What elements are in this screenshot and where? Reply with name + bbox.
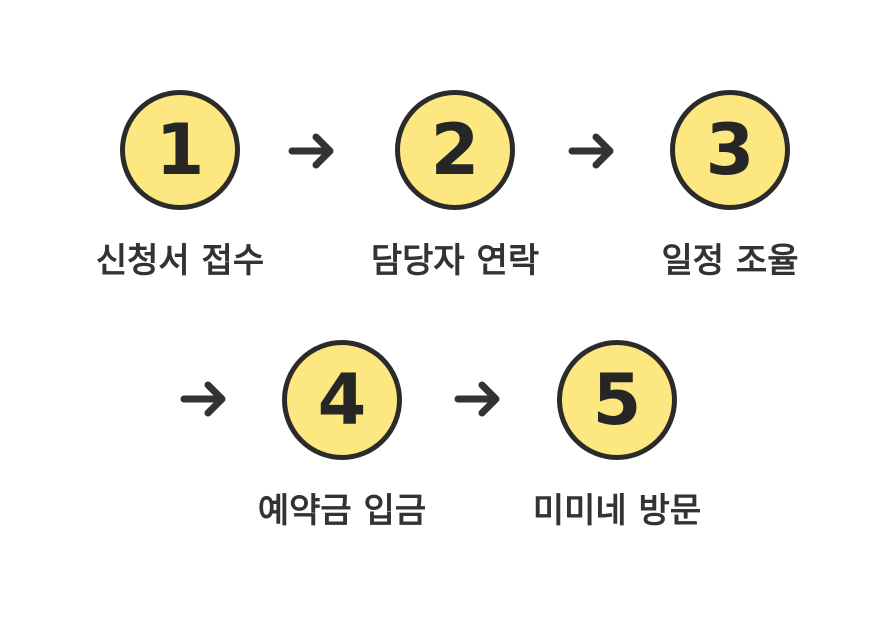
step-5-label: 미미네 방문 (532, 491, 702, 531)
step-4-label: 예약금 입금 (257, 491, 427, 531)
step-3-label: 일정 조율 (661, 241, 799, 281)
right-arrow-icon (454, 381, 500, 417)
step-1-number: 1 (155, 109, 205, 191)
right-arrow-icon (180, 381, 226, 417)
step-3-circle: 3 (670, 90, 790, 210)
right-arrow-icon (288, 133, 334, 169)
step-1-label: 신청서 접수 (95, 241, 265, 281)
step-3-number: 3 (705, 109, 755, 191)
step-4-number: 4 (317, 359, 367, 441)
right-arrow-icon (568, 133, 614, 169)
step-1-circle: 1 (120, 90, 240, 210)
step-2-circle: 2 (395, 90, 515, 210)
step-4-circle: 4 (282, 340, 402, 460)
step-5-circle: 5 (557, 340, 677, 460)
step-2-number: 2 (430, 109, 480, 191)
step-5-number: 5 (592, 359, 642, 441)
step-2-label: 담당자 연락 (370, 241, 540, 281)
